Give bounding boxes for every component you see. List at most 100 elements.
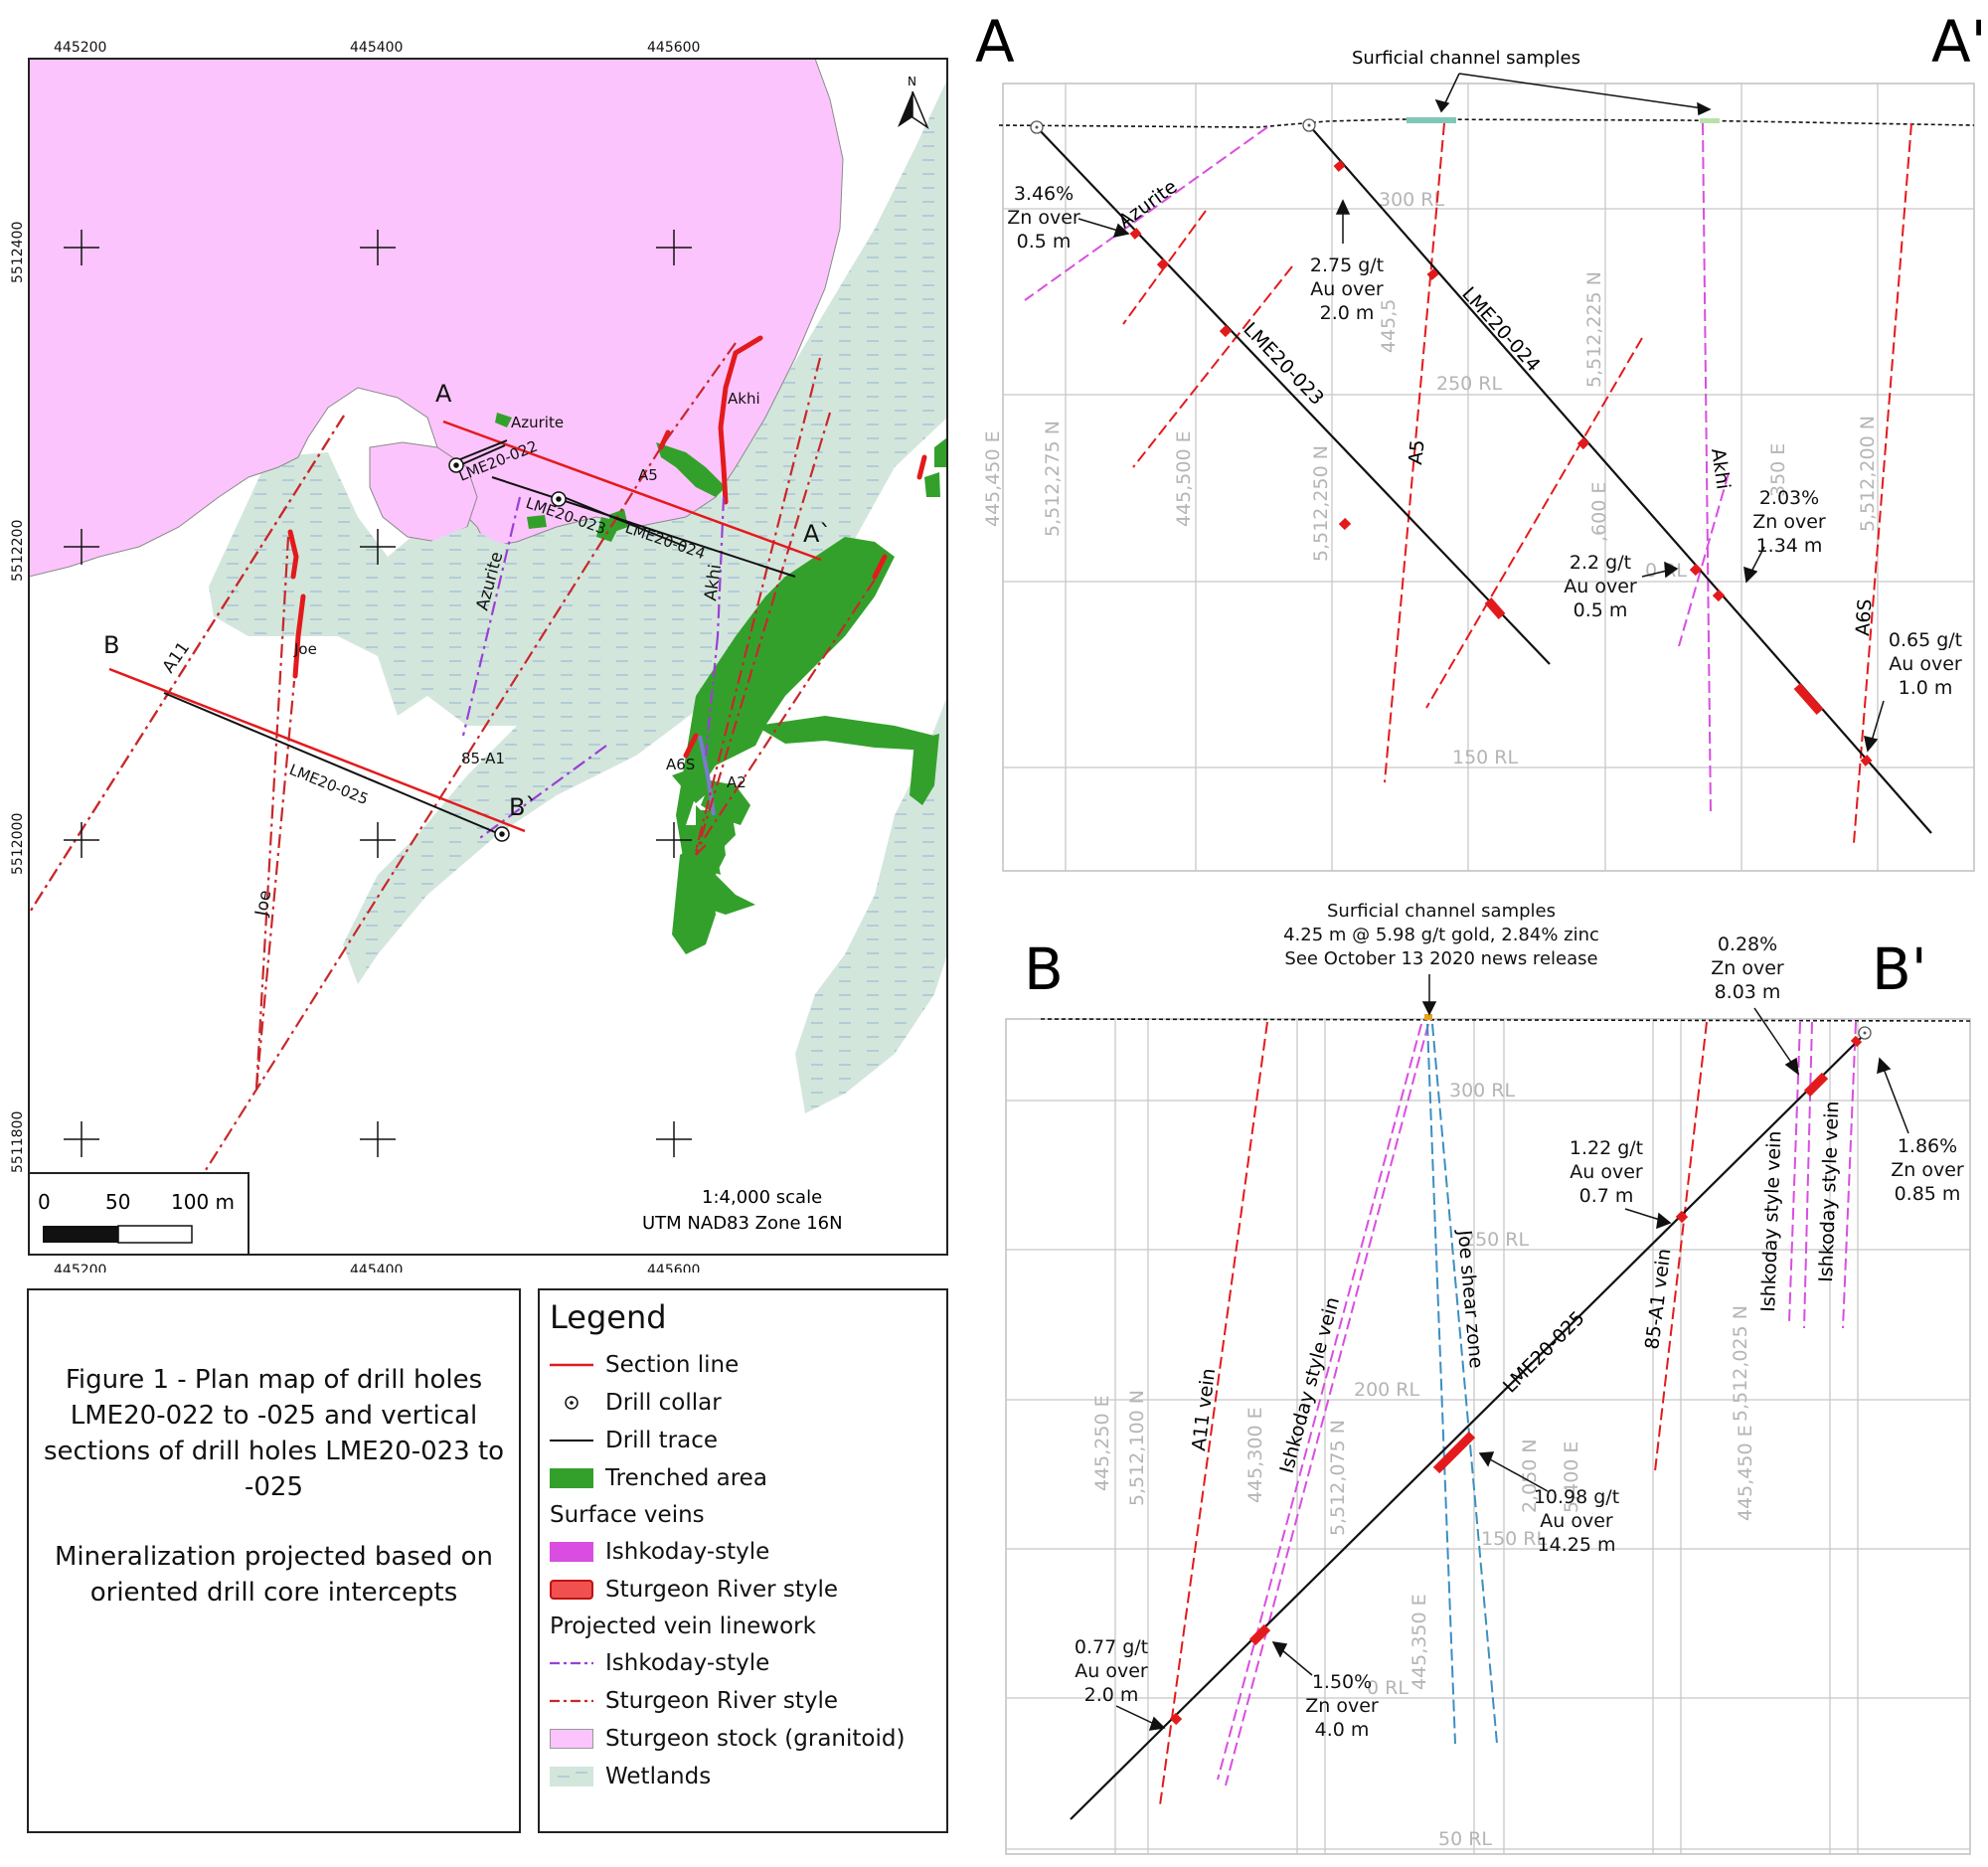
legend-title: Legend xyxy=(550,1298,667,1336)
label-section-b: B xyxy=(103,631,119,659)
b-vein-ishkoday-r3 xyxy=(1842,1021,1857,1329)
b-channel-line3: See October 13 2020 news release xyxy=(1284,948,1597,969)
a-int3-l3: 1.34 m xyxy=(1756,535,1823,557)
a-channel-sample-2 xyxy=(1700,118,1720,123)
a-int4-l3: 0.5 m xyxy=(1574,599,1628,621)
b-int3-l3: 0.7 m xyxy=(1579,1185,1634,1207)
a-title-left: A xyxy=(975,8,1015,76)
datum-text: UTM NAD83 Zone 16N xyxy=(642,1213,843,1234)
wetland-area-east xyxy=(795,696,947,1113)
a-vein-a6s xyxy=(1853,122,1912,844)
label-section-b-prime: B` xyxy=(509,793,537,821)
b-e445350: 445,350 E xyxy=(1408,1594,1430,1690)
b-int5-l2: Au over xyxy=(1075,1660,1148,1682)
north-label: N xyxy=(908,75,916,88)
north-arrow-icon: N xyxy=(898,75,929,129)
legend-item-section-line: Section line xyxy=(540,1346,946,1384)
section-a-svg: 300 RL 250 RL 0 RL 150 RL 445,450 E 5,51… xyxy=(975,8,1987,872)
b-hole-025 xyxy=(1070,1033,1866,1820)
drill-collars xyxy=(448,457,567,842)
wetlands-swatch-icon xyxy=(550,1765,593,1788)
b-int2-l2: Zn over xyxy=(1891,1159,1964,1181)
a-n200: 5,512,200 N xyxy=(1857,416,1879,532)
a-title-right: A' xyxy=(1931,8,1987,76)
b-e445300: 445,300 E xyxy=(1244,1407,1266,1503)
legend-heading-surface-veins: Surface veins xyxy=(550,1502,705,1528)
a-channel-label: Surficial channel samples xyxy=(1352,48,1580,69)
a-int4-l2: Au over xyxy=(1564,576,1637,597)
plan-map: A A` B B` Azurite Akhi A5 LME20-022 LME2… xyxy=(0,0,969,1278)
y-tick-left-1: 5512400 xyxy=(10,222,26,283)
a-rl250: 250 RL xyxy=(1436,373,1503,395)
a-int1-l2: Zn over xyxy=(1007,207,1080,229)
b-rl250: 250 RL xyxy=(1463,1229,1530,1251)
a-surface-line xyxy=(998,118,1975,128)
label-a6s: A6S xyxy=(666,756,695,773)
b-rl50: 50 RL xyxy=(1438,1828,1492,1850)
scale-mid: 50 xyxy=(105,1190,130,1214)
a-e445450: 445,450 E xyxy=(982,430,1004,527)
legend-heading-projected: Projected vein linework xyxy=(550,1613,816,1639)
b-int2-l3: 0.85 m xyxy=(1895,1183,1961,1205)
label-a2: A2 xyxy=(727,773,746,791)
drill-trace-icon xyxy=(550,1429,593,1452)
b-e445400: 5,400 E xyxy=(1561,1442,1582,1513)
a-e445550: 445,5 xyxy=(1378,299,1400,353)
b-n050: 2,050 N xyxy=(1519,1439,1541,1513)
a-vein-akhi-2 xyxy=(1678,472,1730,647)
a-label-a6s: A6S xyxy=(1852,598,1877,637)
caption-line-4: -025 xyxy=(244,1472,303,1502)
a-e445500: 445,500 E xyxy=(1173,430,1195,527)
a-rl150: 150 RL xyxy=(1452,747,1519,768)
b-rl300: 300 RL xyxy=(1449,1080,1516,1102)
b-int3-l1: 1.22 g/t xyxy=(1570,1137,1643,1159)
b-channel-line2: 4.25 m @ 5.98 g/t gold, 2.84% zinc xyxy=(1283,925,1599,945)
proj-ishkoday-line-icon xyxy=(550,1651,593,1675)
legend-label-drill-trace: Drill trace xyxy=(605,1428,719,1453)
projected-ishkoday-linework xyxy=(461,496,726,841)
wetland-area-northeast xyxy=(825,199,947,378)
x-tick-top-2: 445400 xyxy=(350,40,403,56)
b-vein-a11 xyxy=(1159,1021,1268,1806)
b-int6-l3: 4.0 m xyxy=(1315,1719,1370,1741)
drill-collar-icon xyxy=(550,1391,593,1415)
a-int3-l1: 2.03% xyxy=(1759,487,1819,509)
x-tick-bottom-1: 445200 xyxy=(54,1263,106,1273)
legend-label-trenched: Trenched area xyxy=(605,1465,767,1491)
legend-item-stock: Sturgeon stock (granitoid) xyxy=(540,1720,946,1758)
label-85-a1: 85-A1 xyxy=(461,750,505,767)
b-int4-l2: Au over xyxy=(1540,1510,1613,1532)
b-channel-line1: Surficial channel samples xyxy=(1327,901,1556,922)
a-vein-a5 xyxy=(1384,122,1445,783)
b-vein-ishkoday-l2 xyxy=(1225,1023,1429,1786)
legend-label-proj-sturgeon: Sturgeon River style xyxy=(605,1688,839,1714)
a-int5-l3: 1.0 m xyxy=(1899,677,1953,699)
legend-item-sturgeon: Sturgeon River style xyxy=(540,1571,946,1609)
proj-sturgeon-line-icon xyxy=(550,1689,593,1713)
legend-label-stock: Sturgeon stock (granitoid) xyxy=(605,1726,906,1752)
b-channel-sample xyxy=(1424,1014,1432,1020)
a-vein-red-4 xyxy=(1425,337,1643,709)
a-int2-l3: 2.0 m xyxy=(1320,302,1375,324)
legend-label-section-line: Section line xyxy=(605,1352,740,1378)
scale-bar: 0 50 100 m xyxy=(28,1172,249,1256)
a-int5-l1: 0.65 g/t xyxy=(1889,629,1962,651)
b-int5-l3: 2.0 m xyxy=(1084,1684,1139,1706)
a-hole-023 xyxy=(1036,126,1551,665)
b-int2-l1: 1.86% xyxy=(1898,1135,1957,1157)
b-e445450: 445,450 E xyxy=(1735,1425,1756,1521)
wetland-in-inlier xyxy=(417,527,537,587)
a-vein-azurite xyxy=(1024,126,1268,301)
b-int6-l2: Zn over xyxy=(1305,1695,1379,1717)
b-int3-l2: Au over xyxy=(1570,1161,1643,1183)
b-int5-l1: 0.77 g/t xyxy=(1075,1636,1148,1658)
sturgeon-surface-veins xyxy=(287,335,927,759)
a-int3-l2: Zn over xyxy=(1752,511,1826,533)
stock-swatch-icon xyxy=(550,1727,593,1751)
a-hole-024 xyxy=(1308,124,1932,834)
b-int6-l1: 1.50% xyxy=(1312,1671,1372,1693)
legend-item-proj-sturgeon: Sturgeon River style xyxy=(540,1682,946,1720)
b-rl100: 0 RL xyxy=(1367,1677,1408,1699)
legend-item-trenched: Trenched area xyxy=(540,1459,946,1497)
a-int1-l3: 0.5 m xyxy=(1017,231,1072,253)
